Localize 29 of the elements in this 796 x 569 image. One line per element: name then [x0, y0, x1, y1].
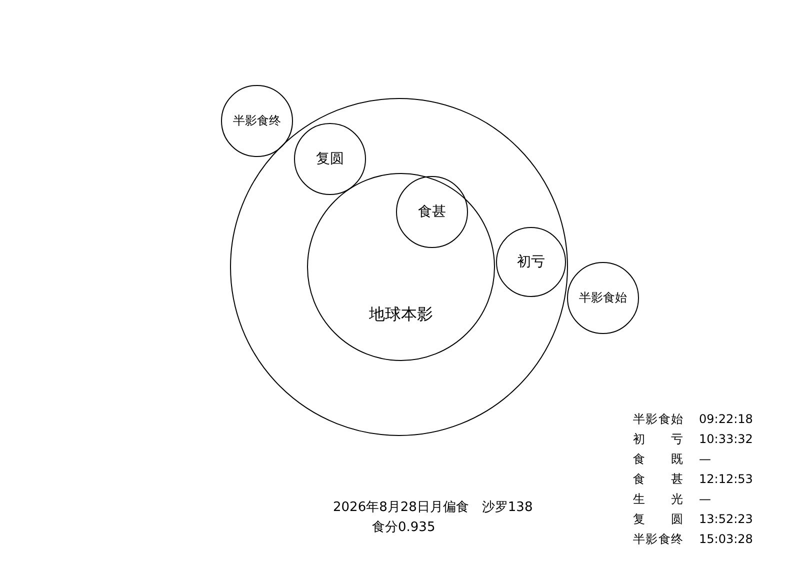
moon-circle — [496, 227, 566, 297]
table-cell: — — [699, 452, 711, 466]
table-cell: 半影食始 — [633, 412, 683, 426]
table-cell: 生光 — [633, 492, 683, 506]
penumbra-circle — [230, 98, 568, 436]
phase-label: 复圆 — [316, 150, 344, 168]
phase-label: 食甚 — [418, 203, 446, 221]
table-cell: 10:33:32 — [699, 432, 753, 446]
moon-circle — [567, 262, 639, 334]
moon-circle — [294, 123, 366, 195]
table-cell: 15:03:28 — [699, 532, 753, 546]
umbra-circle — [307, 173, 495, 361]
table-cell: 13:52:23 — [699, 512, 753, 526]
magnitude-text: 食分0.935 — [372, 521, 436, 535]
phase-label: 半影食始 — [579, 290, 627, 306]
table-cell: 12:12:53 — [699, 472, 753, 486]
table-cell: 复圆 — [633, 512, 683, 526]
caption-text: 2026年8月28日月偏食 沙罗138 — [333, 501, 533, 515]
table-cell: 食既 — [633, 452, 683, 466]
moon-circle — [221, 85, 293, 157]
table-cell: 初亏 — [633, 432, 683, 446]
table-cell: — — [699, 492, 711, 506]
moon-circle — [396, 176, 468, 248]
phase-label: 初亏 — [517, 253, 545, 271]
table-cell: 半影食终 — [633, 532, 683, 546]
table-cell: 09:22:18 — [699, 412, 753, 426]
umbra-label: 地球本影 — [369, 304, 433, 326]
table-cell: 食甚 — [633, 472, 683, 486]
phase-label: 半影食终 — [233, 112, 281, 130]
